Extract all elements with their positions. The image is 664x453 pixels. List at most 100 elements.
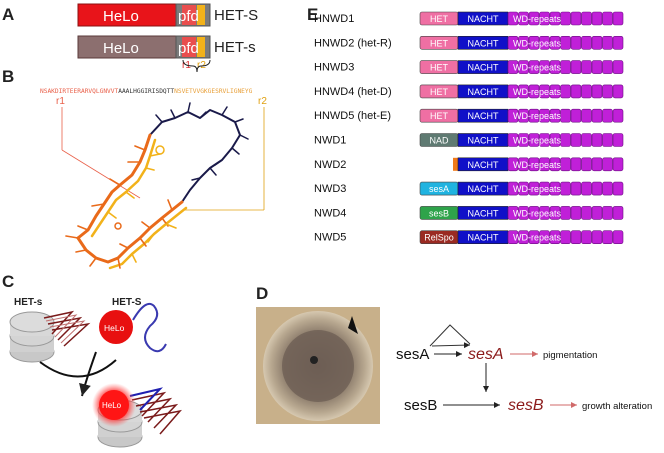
nacht-label: NACHT: [468, 233, 500, 243]
wd-label: WD-repeats: [513, 160, 562, 170]
nacht-label: NACHT: [468, 87, 500, 97]
r1-block-2: [182, 37, 196, 57]
gene-name: HNWD1: [314, 13, 354, 25]
colony-photo: [256, 307, 380, 424]
wd-label: WD-repeats: [513, 136, 562, 146]
wd-repeats: [507, 35, 624, 50]
gene-name: NWD5: [314, 232, 346, 244]
helo-domain-label: HeLo: [103, 8, 139, 25]
wd-label: WD-repeats: [513, 208, 562, 218]
nacht-label: NACHT: [468, 14, 500, 24]
unfolded-pfd: [132, 302, 167, 353]
wd-repeats: [507, 133, 624, 147]
pfd-label-2: pfd: [178, 40, 199, 57]
r2-block: [197, 5, 205, 25]
wd-repeats: [507, 11, 624, 26]
gene-name: NWD1: [314, 135, 346, 147]
seq-r2: NSVETVVGKGESRVLIGNEYG: [174, 88, 253, 95]
nacht-label: NACHT: [468, 38, 500, 48]
merge-arrow-left: [39, 359, 117, 378]
nterm-label: sesB: [429, 208, 449, 218]
wd-label: WD-repeats: [513, 111, 562, 121]
r2-block-2: [197, 37, 205, 57]
node-sesB-product: sesB: [508, 397, 544, 414]
wd-repeats: [507, 206, 624, 220]
wd-label: WD-repeats: [513, 87, 562, 97]
r1-block: [182, 5, 196, 25]
feedback-arrow: [431, 342, 471, 349]
helo-globule-label: HeLo: [104, 323, 125, 333]
gene-name: NWD3: [314, 183, 346, 195]
nterm-label: HET: [430, 87, 449, 97]
regulation-diagram: sesA sesA pigmentation sesB sesB growth …: [396, 324, 652, 414]
gene-name: HNWD3: [314, 62, 354, 74]
gene-name: NWD2: [314, 159, 346, 171]
label-r1: r1: [56, 96, 65, 107]
gene-row: NWD1 NAD NACHT WD-repeats: [314, 133, 624, 147]
wd-repeats: [507, 60, 624, 74]
nacht-label: NACHT: [468, 208, 500, 218]
nacht-label: NACHT: [468, 184, 500, 194]
het-s-het-S-complex: HeLo: [92, 383, 182, 448]
gene-name: NWD4: [314, 207, 346, 219]
helo-globule: [99, 310, 133, 344]
seq-r1: NSAKDIRTEERARVQLGNVVT: [40, 88, 119, 95]
nterm-label: HET: [430, 14, 449, 24]
helo-glow-label: HeLo: [102, 401, 122, 410]
protein-label-het-s: HET-s: [214, 39, 256, 56]
gene-name: HNWD5 (het-E): [314, 110, 391, 122]
wd-label: WD-repeats: [513, 38, 562, 48]
wd-label: WD-repeats: [513, 14, 562, 24]
merge-arrow: [79, 351, 97, 397]
gene-row: HNWD3 HET NACHT WD-repeats: [314, 60, 624, 74]
nacht-label: NACHT: [468, 63, 500, 73]
het-s-fibril: [9, 310, 91, 363]
wd-repeats: [507, 84, 624, 99]
wd-label: WD-repeats: [513, 63, 562, 73]
nterm-label: HET: [430, 38, 449, 48]
panel-label-d: D: [256, 284, 268, 303]
nterm-label: HET: [430, 111, 449, 121]
wd-label: WD-repeats: [513, 233, 562, 243]
pfd-label: pfd: [178, 8, 199, 25]
panel-label-c: C: [2, 272, 14, 291]
panel-label-e: E: [307, 5, 318, 24]
gene-row: NWD5 RelSpo NACHT WD-repeats: [314, 230, 624, 244]
wd-repeats: [507, 181, 624, 196]
nacht-label: NACHT: [468, 136, 500, 146]
het-s-protein: HeLo pfd HET-s r1 r2: [77, 35, 256, 73]
nterm-label: NAD: [429, 136, 449, 146]
nterm-label: sesA: [429, 184, 449, 194]
gene-row: HNWD1 HET NACHT WD-repeats: [314, 11, 624, 26]
arrowhead-marker: [348, 316, 358, 334]
gene-row: HNWD4 (het-D) HET NACHT WD-repeats: [314, 84, 624, 99]
sequence-line: NSAKDIRTEERARVQLGNVVTAAALHGGIRISDQTTNSVE…: [40, 88, 253, 95]
nacht-label: NACHT: [468, 160, 500, 170]
node-sesA-product: sesA: [468, 346, 504, 363]
nacht-label: NACHT: [468, 111, 500, 121]
structure-model: [65, 102, 249, 270]
feedback-loop: [429, 324, 471, 347]
gene-row: NWD4 sesB NACHT WD-repeats: [314, 206, 624, 220]
node-sesA: sesA: [396, 346, 429, 363]
node-sesB: sesB: [404, 397, 437, 414]
panel-label-b: B: [2, 67, 14, 86]
het-s-label: HET-s: [14, 297, 43, 308]
repeat-brace: [182, 59, 211, 73]
label-r2: r2: [258, 96, 267, 107]
seq-linker: AAALHGGIRISDQTT: [118, 88, 174, 95]
het-S-label: HET-S: [112, 297, 142, 308]
out-growth: growth alteration: [582, 401, 652, 412]
gene-name: HNWD4 (het-D): [314, 86, 392, 98]
gene-row: NWD2 NACHT WD-repeats: [314, 157, 624, 172]
nterm-label: HET: [430, 63, 449, 73]
wd-repeats: [507, 230, 624, 244]
out-pigmentation: pigmentation: [543, 350, 597, 361]
het-S-protein: HeLo pfd HET-S: [77, 3, 258, 27]
helo-domain-label-2: HeLo: [103, 40, 139, 57]
nterm-label: RelSpo: [424, 233, 454, 243]
